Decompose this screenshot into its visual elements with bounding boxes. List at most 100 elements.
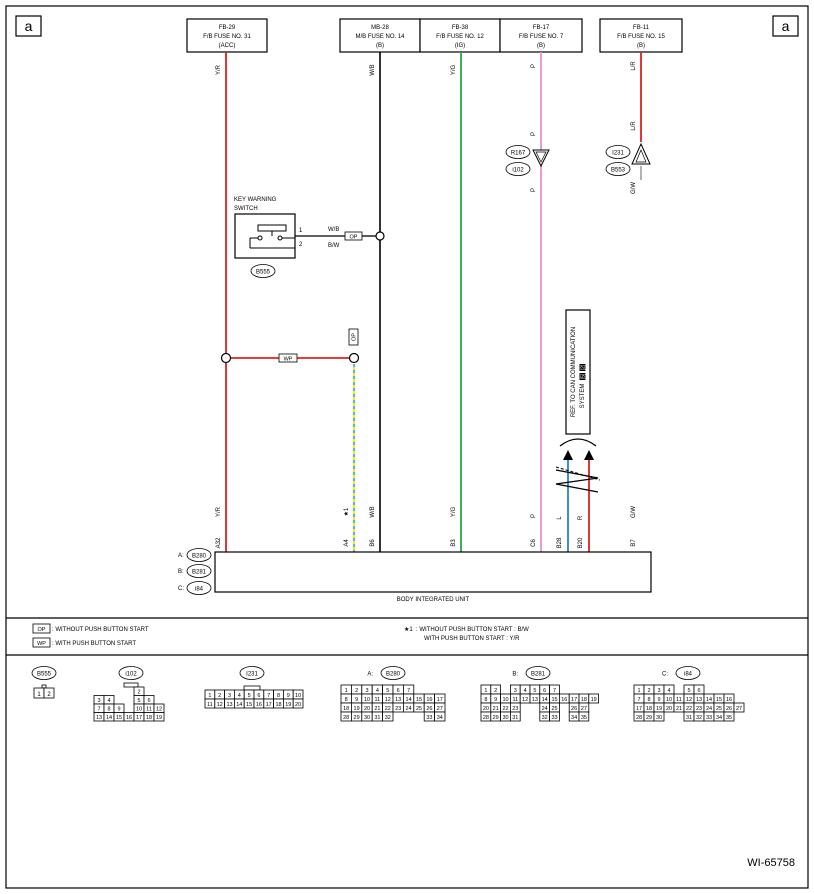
pin-number: 33	[706, 715, 712, 721]
pin-number: 32	[542, 715, 548, 721]
pin-number: 1	[484, 688, 487, 694]
diagram-code: WI-65758	[747, 857, 795, 869]
pin-number: 19	[354, 706, 360, 712]
svg-text:A:: A:	[178, 553, 184, 559]
pin-number: 22	[686, 706, 692, 712]
pin-number: 34	[716, 715, 722, 721]
pin-number: 1	[37, 692, 41, 698]
svg-text:OP: OP	[350, 235, 358, 241]
svg-text:F/B FUSE NO. 31: F/B FUSE NO. 31	[203, 34, 251, 40]
pin-number: 12	[217, 702, 223, 708]
pin-number: 26	[426, 706, 432, 712]
pin-number: 23	[395, 706, 401, 712]
svg-text:i102: i102	[125, 672, 137, 678]
connector-i231: I231	[605, 145, 631, 159]
svg-text:C:: C:	[178, 586, 184, 592]
pin-number: 6	[257, 693, 260, 699]
label-p-top: P	[531, 64, 537, 68]
pin-number: 8	[107, 707, 110, 713]
pin-number: 7	[97, 707, 100, 713]
pin-number: 26	[726, 706, 732, 712]
label-yr-bottom: Y/R	[216, 506, 222, 517]
pin-number: 16	[726, 697, 732, 703]
twisted-pair	[555, 469, 599, 493]
i102-key	[123, 682, 139, 688]
junction-wp-left	[220, 352, 232, 364]
pin-number: 3	[657, 688, 660, 694]
pin-number: 18	[646, 706, 652, 712]
pin-number: 9	[355, 697, 358, 703]
pin-number: 6	[543, 688, 546, 694]
pin-number: 17	[636, 706, 642, 712]
can-arrow-r	[584, 450, 594, 460]
pin-number: 32	[385, 715, 391, 721]
pin-number: 16	[126, 715, 132, 721]
wp-tag: WP	[278, 353, 298, 363]
pin-number: 33	[551, 715, 557, 721]
pin-number: 22	[502, 706, 508, 712]
svg-text:MB-28: MB-28	[371, 25, 389, 31]
pin-number: 27	[736, 706, 742, 712]
svg-text:a: a	[25, 18, 33, 34]
pin-number: 1	[345, 688, 348, 694]
label-lr-mid: L/R	[631, 121, 637, 131]
pin-number: 1	[208, 693, 211, 699]
fuse-fb11: FB-11 F/B FUSE NO. 15 (B)	[599, 18, 683, 53]
pin-number: 4	[107, 698, 110, 704]
svg-text:F/B FUSE NO. 12: F/B FUSE NO. 12	[436, 34, 484, 40]
connector-r167: R167	[505, 145, 531, 159]
pin-number: 21	[676, 706, 682, 712]
pin-number: 5	[137, 698, 140, 704]
svg-text:2: 2	[299, 242, 303, 248]
i84-label: C:i84	[662, 666, 701, 680]
label-yg-bottom: Y/G	[451, 507, 457, 518]
pin-number: 33	[426, 715, 432, 721]
svg-text:REF. TO CAN COMMUNICATION: REF. TO CAN COMMUNICATION	[571, 327, 577, 417]
pin-number: 29	[646, 715, 652, 721]
pin-number: 23	[696, 706, 702, 712]
label-yg-top: Y/G	[451, 65, 457, 76]
fuse-fb17: FB-17 F/B FUSE NO. 7 (B)	[499, 18, 583, 53]
label-p-mid1: P	[531, 132, 537, 136]
svg-text:KEY WARNING: KEY WARNING	[234, 197, 277, 203]
svg-text:i84: i84	[195, 587, 204, 593]
svg-text:I231: I231	[612, 151, 624, 157]
pin-number: 34	[437, 715, 443, 721]
pin-number: 17	[266, 702, 272, 708]
fuse-mb28: MB-28 M/B FUSE NO. 14 (B)	[339, 18, 421, 53]
body-unit-connectors: A: B280 B: B281 C: i84	[178, 548, 212, 595]
i231-key	[243, 685, 261, 691]
svg-text:a: a	[782, 18, 790, 34]
pin-number: 10	[364, 697, 370, 703]
pin-number: 17	[571, 697, 577, 703]
svg-text:i102: i102	[512, 168, 524, 174]
svg-text:BODY INTEGRATED UNIT: BODY INTEGRATED UNIT	[397, 597, 470, 603]
svg-text:WITH PUSH BUTTON START : Y/R: WITH PUSH BUTTON START : Y/R	[424, 636, 520, 642]
svg-text:(B): (B)	[376, 43, 384, 49]
pin-number: 7	[637, 697, 640, 703]
pin-number: 2	[494, 688, 497, 694]
label-p-bottom: P	[531, 514, 537, 518]
pin-number: 32	[696, 715, 702, 721]
label-p-mid2: P	[531, 188, 537, 192]
pin-number: 3	[365, 688, 368, 694]
pin-number: 20	[666, 706, 672, 712]
pin-number: 28	[343, 715, 349, 721]
svg-text:[2]: [2]	[581, 364, 587, 370]
svg-text:B281: B281	[531, 672, 546, 678]
svg-text:B:: B:	[512, 672, 518, 678]
svg-text:(B): (B)	[537, 43, 545, 49]
pin-number: 11	[146, 707, 152, 713]
pin-number: 15	[116, 715, 122, 721]
pin-number: 35	[581, 715, 587, 721]
svg-text:FB-17: FB-17	[533, 25, 550, 31]
pin-number: 35	[726, 715, 732, 721]
label-gw-bottom: G/W	[631, 506, 637, 518]
pin-number: 7	[407, 688, 410, 694]
pin-number: 11	[676, 697, 682, 703]
pin-number: 3	[228, 693, 231, 699]
svg-text:: WITHOUT PUSH BUTTON START :: : WITHOUT PUSH BUTTON START : B/W	[416, 627, 529, 633]
